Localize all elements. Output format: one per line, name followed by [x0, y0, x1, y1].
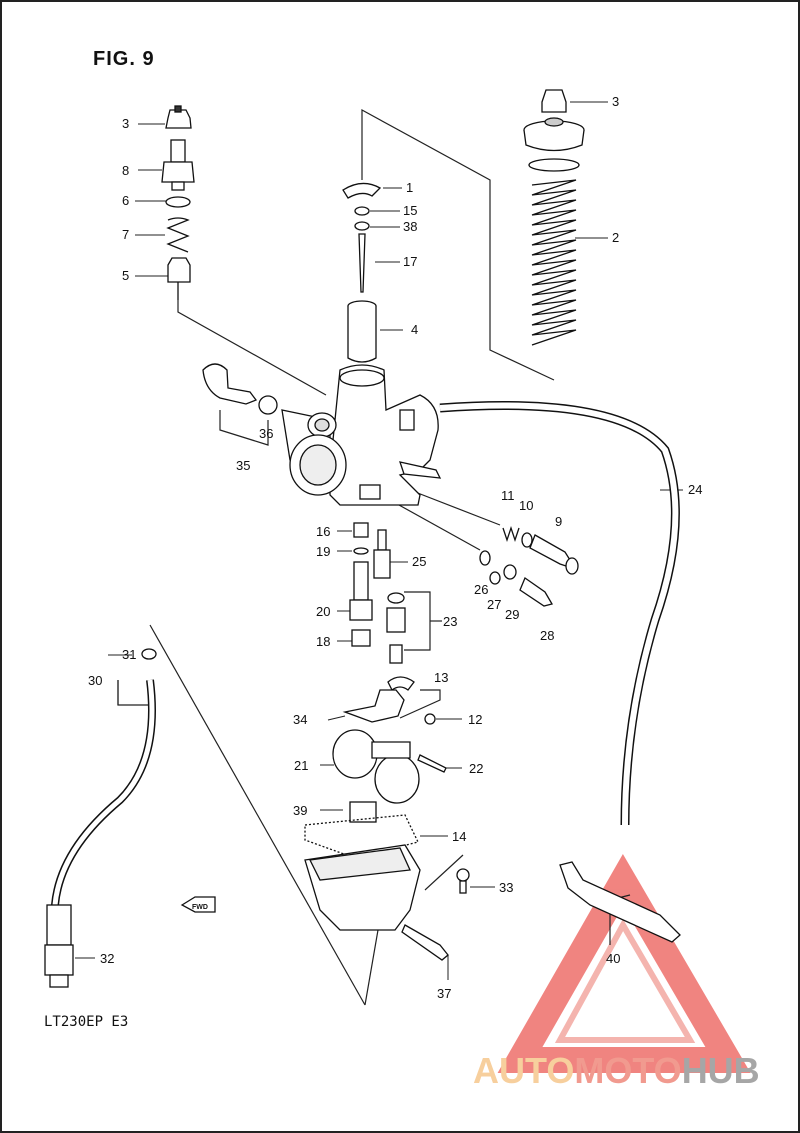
callout-1: 1 [406, 180, 413, 195]
callout-37: 37 [437, 986, 451, 1001]
callout-2: 2 [612, 230, 619, 245]
callout-7: 7 [122, 227, 129, 242]
callout-35: 35 [236, 458, 250, 473]
callout-20: 20 [316, 604, 330, 619]
callout-labels: 3 8 6 7 5 1 15 38 17 4 3 2 24 36 35 11 1… [88, 94, 702, 1001]
callout-5: 5 [122, 268, 129, 283]
watermark-hub: HUB [681, 1050, 760, 1091]
callout-16: 16 [316, 524, 330, 539]
callout-30: 30 [88, 673, 102, 688]
callout-29: 29 [505, 607, 519, 622]
callout-25: 25 [412, 554, 426, 569]
callout-3b: 3 [612, 94, 619, 109]
cap-left-3 [165, 109, 192, 129]
callout-14: 14 [452, 829, 466, 844]
watermark-auto: AUTO [473, 1050, 575, 1091]
callout-10: 10 [519, 498, 533, 513]
fwd-label: FWD [192, 904, 208, 911]
callout-32: 32 [100, 951, 114, 966]
callout-28: 28 [540, 628, 554, 643]
callout-40: 40 [606, 951, 620, 966]
callout-11: 11 [501, 488, 515, 503]
callout-18: 18 [316, 634, 330, 649]
callout-9: 9 [555, 514, 562, 529]
callout-13: 13 [434, 670, 448, 685]
callout-6: 6 [122, 193, 129, 208]
callout-8: 8 [122, 163, 129, 178]
callout-22: 22 [469, 761, 483, 776]
callout-19: 19 [316, 544, 330, 559]
model-code: LT230EP E3 [44, 1014, 129, 1030]
callout-24: 24 [688, 482, 702, 497]
callout-27: 27 [487, 597, 501, 612]
parts [44, 89, 681, 988]
callout-15: 15 [403, 203, 417, 218]
callout-33: 33 [499, 880, 513, 895]
assembly-lines [117, 108, 631, 1006]
callout-17: 17 [403, 254, 417, 269]
callout-34: 34 [293, 712, 307, 727]
watermark-logo [497, 854, 751, 1073]
callout-12: 12 [468, 712, 482, 727]
callout-31: 31 [122, 647, 136, 662]
callout-leaders [75, 101, 683, 980]
callout-21: 21 [294, 758, 308, 773]
callout-39: 39 [293, 803, 307, 818]
callout-36: 36 [259, 426, 273, 441]
watermark-moto: MOTO [574, 1050, 682, 1091]
callout-38: 38 [403, 219, 417, 234]
callout-26: 26 [474, 582, 488, 597]
callout-3a: 3 [122, 116, 129, 131]
callout-4: 4 [411, 322, 418, 337]
watermark-text: AUTOMOTOHUB [473, 1050, 760, 1092]
callout-23: 23 [443, 614, 457, 629]
figure-title: FIG. 9 [93, 48, 155, 70]
